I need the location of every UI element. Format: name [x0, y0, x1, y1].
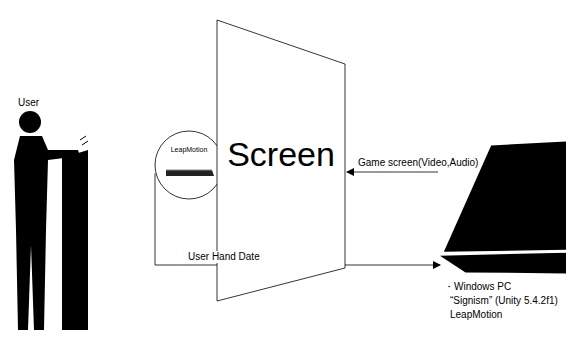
- device-edge: [166, 170, 212, 171]
- screen-title: Screen: [227, 135, 335, 173]
- leapmotion-device: [166, 170, 214, 176]
- pc-spec: ・Windows PC: [444, 280, 566, 294]
- user-head: [19, 111, 41, 133]
- zoom-circle: LeapMotion: [153, 130, 225, 200]
- figure-label: User: [18, 97, 39, 109]
- connector: [347, 172, 438, 173]
- stand: [62, 150, 88, 330]
- motion-marks: [80, 136, 88, 145]
- edge-label: User Hand Date: [188, 251, 260, 263]
- node-outline: [153, 130, 225, 200]
- pc-spec: “Signism” (Unity 5.4.2f1): [444, 294, 566, 308]
- pc-spec: LeapMotion: [444, 308, 566, 322]
- edge-label: Game screen(Video,Audio): [358, 157, 478, 169]
- device-label: LeapMotion: [153, 146, 225, 154]
- laptop-base: [440, 253, 566, 274]
- laptop-hinge: [444, 252, 566, 254]
- circle-outline: [155, 131, 223, 199]
